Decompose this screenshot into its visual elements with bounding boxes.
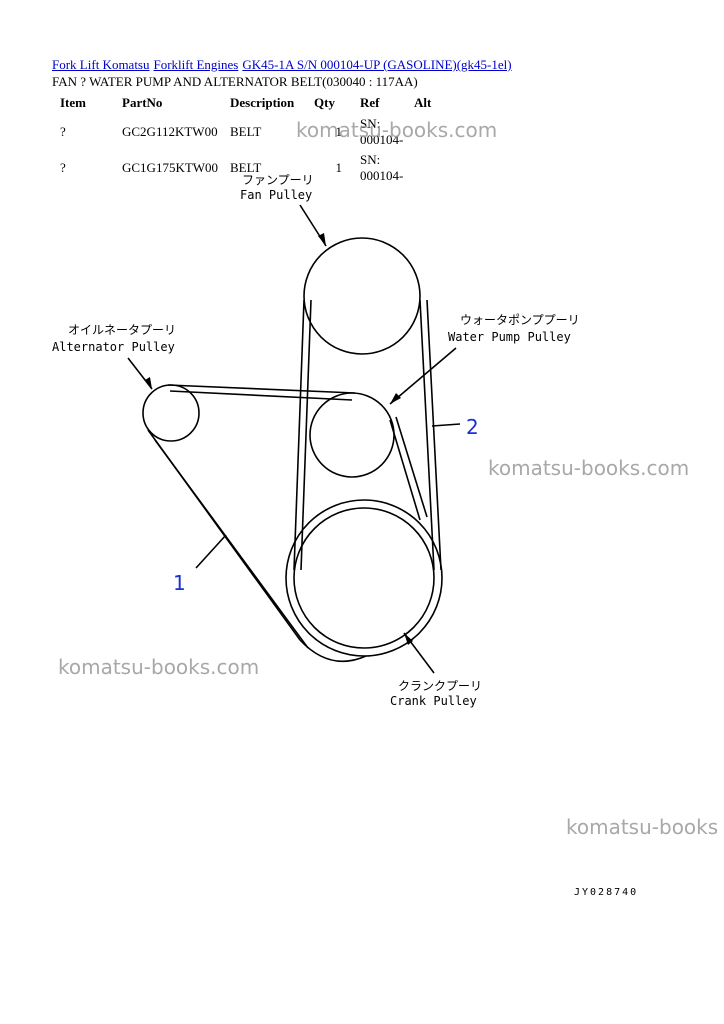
watermark: komatsu-books [566,815,719,839]
header-partno: PartNo [122,95,163,110]
water-pump-pulley-jp-label: ウォータポンププーリ [460,313,580,327]
crank-pulley-jp-label: クランクプーリ [398,679,482,693]
crank-arrowhead [404,633,413,645]
breadcrumb-link-fork-lift-komatsu[interactable]: Fork Lift Komatsu [52,57,150,72]
drawing-code: JY028740 [574,887,638,898]
cell-qty: 1 [335,160,343,175]
cell-item: ? [60,124,66,139]
table-header-row: Item PartNo Description Qty Ref Alt [52,92,454,114]
cell-description: BELT [230,124,262,139]
header-item: Item [60,95,86,110]
water-pump-pulley [309,392,395,478]
water-pump-leader [389,347,457,405]
crank-pulley-outer [285,499,443,657]
watermark: komatsu-books.com [296,118,498,142]
cell-item: ? [60,160,66,175]
watermark: komatsu-books.com [488,456,690,480]
alternator-pulley [142,384,200,442]
breadcrumb-link-forklift-engines[interactable]: Forklift Engines [153,57,239,72]
crank-pulley-en-label: Crank Pulley [390,694,477,708]
belt-2 [293,299,442,571]
fan-pulley-en-label: Fan Pulley [240,188,312,202]
cell-partno: GC1G175KTW00 [122,160,219,175]
callout-2: 2 [466,415,479,439]
alternator-pulley-jp-label: オイルネータプーリ [68,323,176,337]
table-row: ? GC2G112KTW00 BELT 1 SN: 000104- [52,114,454,150]
callout-1: 1 [173,571,186,595]
crank-pulley [293,507,435,649]
alternator-pulley-en-label: Alternator Pulley [52,340,175,354]
header-alt: Alt [414,95,432,110]
fan-pulley [303,237,421,355]
cell-ref: SN: 000104- [360,116,404,147]
water-pump-pulley-en-label: Water Pump Pulley [448,330,571,344]
header-ref: Ref [360,95,380,110]
alternator-arrowhead [145,377,152,389]
cell-qty: 1 [335,124,343,139]
watermark: komatsu-books.com [58,655,260,679]
belt-diagram: ファンプーリ Fan Pulley オイルネータプーリ Alternator P… [52,173,638,898]
water-pump-arrowhead [390,393,401,404]
header-description: Description [230,95,295,110]
page-title: FAN ? WATER PUMP AND ALTERNATOR BELT(030… [52,74,418,89]
belt-2-leader [431,423,461,427]
parts-table: Item PartNo Description Qty Ref Alt ? GC… [52,92,454,186]
header-qty: Qty [314,95,335,110]
cell-partno: GC2G112KTW00 [122,124,218,139]
cell-description: BELT [230,160,262,175]
belt-1 [147,384,367,663]
cell-ref: SN: 000104- [360,152,404,183]
breadcrumb-link-model[interactable]: GK45-1A S/N 000104-UP (GASOLINE)(gk45-1e… [242,57,512,72]
fan-arrowhead [318,233,326,246]
table-row: ? GC1G175KTW00 BELT 1 SN: 000104- [52,150,454,186]
fan-pulley-jp-label: ファンプーリ [242,173,314,187]
belt-1-leader [195,534,227,569]
